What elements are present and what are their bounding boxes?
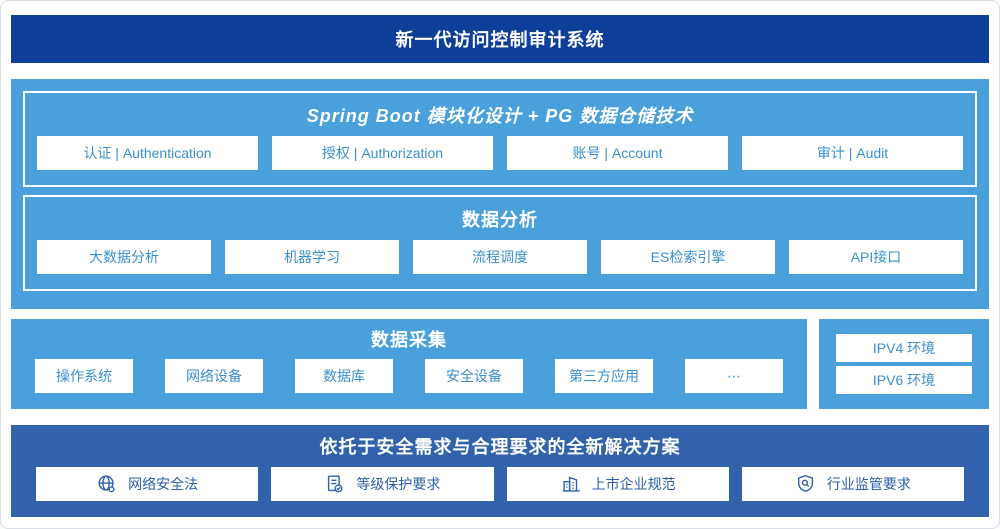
analysis-layer-title: 数据分析 [462, 209, 538, 230]
env-box-ipv4: IPV4 环境 [836, 334, 972, 362]
modules-layer: Spring Boot 模块化设计 + PG 数据仓储技术 认证 | Authe… [23, 91, 977, 187]
collection-panel: 数据采集 操作系统 网络设备 数据库 安全设备 第三方应用 ⋯ [11, 319, 807, 409]
solution-box-classified-protection: 等级保护要求 [271, 467, 494, 501]
module-box-authorization: 授权 | Authorization [272, 136, 493, 170]
env-panel: IPV4 环境 IPV6 环境 [819, 319, 989, 409]
collection-box-security: 安全设备 [425, 359, 523, 393]
analysis-layer: 数据分析 大数据分析 机器学习 流程调度 ES检索引擎 API接口 [23, 195, 977, 291]
page-title: 新一代访问控制审计系统 [11, 15, 989, 63]
solution-box-label: 网络安全法 [128, 476, 199, 492]
solution-box-listed-company: 上市企业规范 [506, 467, 729, 501]
solution-box-label: 行业监管要求 [826, 476, 911, 492]
analysis-row: 大数据分析 机器学习 流程调度 ES检索引擎 API接口 [37, 240, 963, 274]
building-icon [560, 473, 582, 495]
analysis-box-bigdata: 大数据分析 [37, 240, 211, 274]
collection-box-os: 操作系统 [35, 359, 133, 393]
solution-box-label: 上市企业规范 [591, 476, 676, 492]
env-box-ipv6: IPV6 环境 [836, 366, 972, 394]
collection-title: 数据采集 [371, 330, 447, 350]
collection-box-more: ⋯ [685, 359, 783, 393]
analysis-box-api: API接口 [789, 240, 963, 274]
solution-title: 依托于安全需求与合理要求的全新解决方案 [319, 437, 681, 457]
modules-row: 认证 | Authentication 授权 | Authorization 账… [37, 136, 963, 170]
analysis-box-es: ES检索引擎 [601, 240, 775, 274]
collection-box-database: 数据库 [295, 359, 393, 393]
module-box-audit: 审计 | Audit [742, 136, 963, 170]
collection-box-thirdparty: 第三方应用 [555, 359, 653, 393]
solution-boxes: 网络安全法 等级保护要求 [36, 467, 964, 501]
shield-search-icon [795, 473, 817, 495]
platform-panel: Spring Boot 模块化设计 + PG 数据仓储技术 认证 | Authe… [11, 79, 989, 309]
analysis-box-workflow: 流程调度 [413, 240, 587, 274]
collection-box-network: 网络设备 [165, 359, 263, 393]
collection-row: 数据采集 操作系统 网络设备 数据库 安全设备 第三方应用 ⋯ IPV4 环境 … [11, 319, 989, 409]
solution-box-industry-regulation: 行业监管要求 [741, 467, 964, 501]
collection-boxes: 操作系统 网络设备 数据库 安全设备 第三方应用 ⋯ [35, 359, 783, 393]
solution-box-label: 等级保护要求 [356, 476, 441, 492]
analysis-box-ml: 机器学习 [225, 240, 399, 274]
page-title-text: 新一代访问控制审计系统 [395, 30, 605, 50]
globe-icon [96, 473, 118, 495]
module-box-authentication: 认证 | Authentication [37, 136, 258, 170]
solution-box-cybersecurity-law: 网络安全法 [36, 467, 259, 501]
document-check-icon [324, 473, 346, 495]
solution-panel: 依托于安全需求与合理要求的全新解决方案 网络安全法 [11, 425, 989, 517]
module-box-account: 账号 | Account [507, 136, 728, 170]
modules-layer-title: Spring Boot 模块化设计 + PG 数据仓储技术 [306, 105, 694, 126]
